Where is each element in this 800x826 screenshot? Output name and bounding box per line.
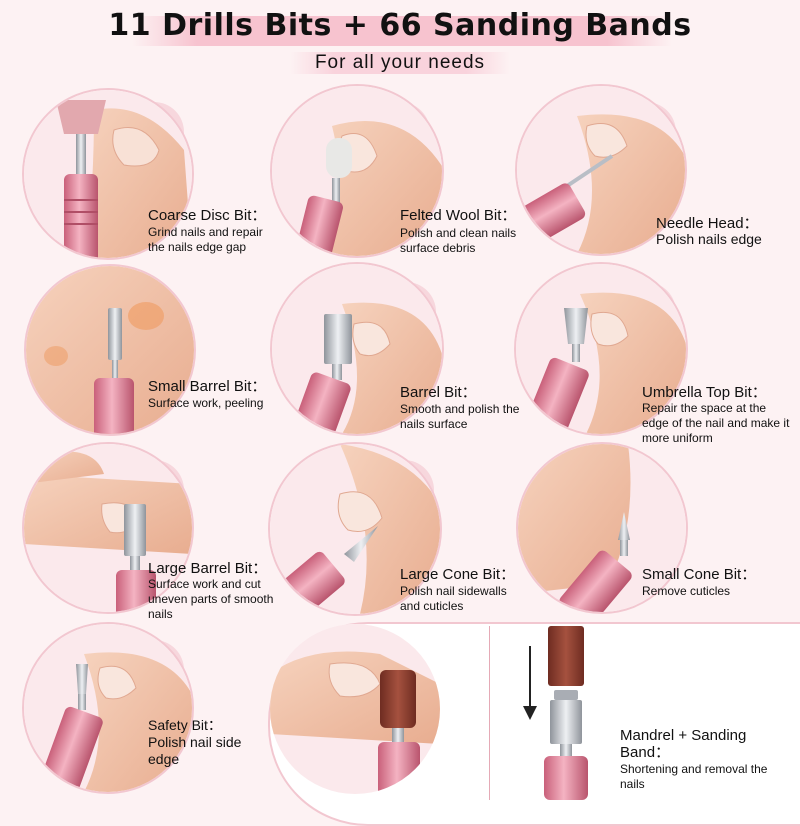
small-cone-bit-photo <box>516 442 688 614</box>
bit-description: Surface work, peeling <box>148 396 264 410</box>
bit-name: Felted Wool Bit： <box>400 207 517 224</box>
sanding-band-photo <box>270 624 440 794</box>
bit-description: Shortening and removal the nails <box>620 762 768 791</box>
bit-name: Umbrella Top Bit： <box>642 384 767 401</box>
needle-head-photo <box>515 84 687 256</box>
small-barrel-bit-photo <box>24 264 196 436</box>
bit-description: Smooth and polish the nails surface <box>400 402 520 431</box>
bit-name: Safety Bit： <box>148 717 222 733</box>
panel-divider <box>489 626 490 800</box>
sanding-band <box>548 626 584 686</box>
bit-description: Polish nail side edge <box>148 734 242 767</box>
page-subtitle: For all your needs <box>314 52 486 73</box>
bit-name: Small Barrel Bit： <box>148 378 267 395</box>
bit-description: Surface work and cut uneven parts of smo… <box>148 577 274 621</box>
mandrel <box>544 690 588 800</box>
bit-description: Polish nail sidewalls and cuticles <box>400 584 507 613</box>
felted-wool-bit-photo <box>270 84 444 258</box>
title-highlight <box>132 16 672 46</box>
subtitle-highlight <box>290 52 510 74</box>
bit-name: Large Cone Bit： <box>400 566 516 583</box>
bit-name: Needle Head： <box>656 215 759 232</box>
down-arrow-icon <box>523 646 537 720</box>
page-title: 11 Drills Bits + 66 Sanding Bands <box>108 8 692 43</box>
large-cone-bit-photo <box>268 442 442 616</box>
bit-name: Large Barrel Bit： <box>148 560 268 577</box>
bit-name: Coarse Disc Bit： <box>148 207 267 224</box>
barrel-bit-photo <box>270 262 444 436</box>
bit-name: Mandrel + Sanding Band： <box>620 727 747 761</box>
bit-description: Repair the space at the edge of the nail… <box>642 401 790 445</box>
bit-description: Polish nails edge <box>656 231 762 247</box>
coarse-disc-bit-photo <box>22 88 194 260</box>
large-barrel-bit-photo <box>22 442 194 614</box>
mandrel-diagram <box>523 626 588 800</box>
umbrella-top-bit-photo <box>514 262 688 436</box>
bit-name: Small Cone Bit： <box>642 566 757 583</box>
bit-description: Grind nails and repair the nails edge ga… <box>148 225 263 254</box>
safety-bit-photo <box>22 622 194 794</box>
bit-description: Remove cuticles <box>642 584 731 598</box>
bit-name: Barrel Bit： <box>400 384 477 401</box>
bit-description: Polish and clean nails surface debris <box>400 226 517 255</box>
